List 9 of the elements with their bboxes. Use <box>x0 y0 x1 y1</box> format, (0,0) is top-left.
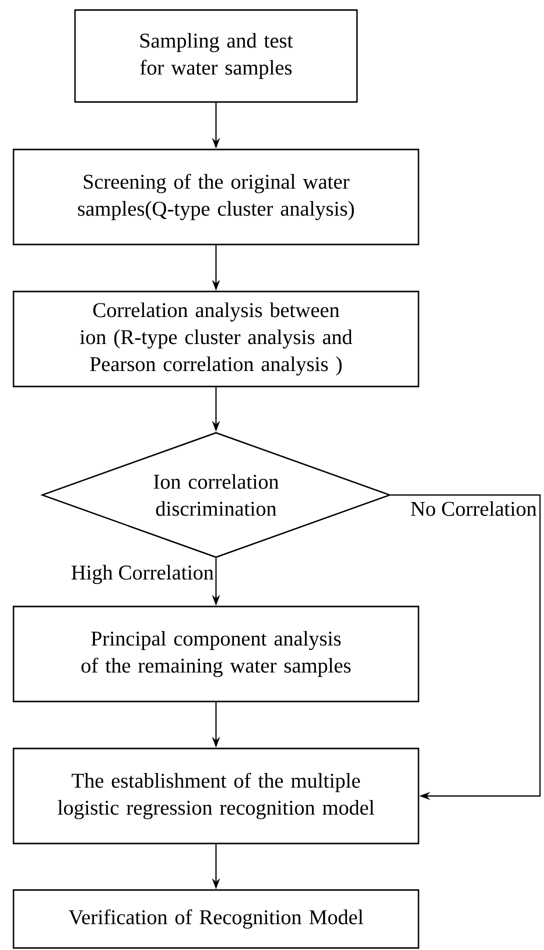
process-box: The establishment of the multiple logistic regression recognition model <box>12 748 420 844</box>
process-box: Screening of the original water samples(Q-type cluster analysis) <box>12 148 420 246</box>
arrow <box>390 494 541 800</box>
process-box: Verification of Recognition Model <box>12 889 420 949</box>
edge-label: High Correlation <box>70 564 215 585</box>
edge-label: No Correlation <box>409 500 538 517</box>
process-box: Sampling and test for water samples <box>74 9 358 103</box>
process-box: Principal component analysis of the remaining water samples <box>12 606 420 702</box>
process-box: Correlation analysis between ion (R-type cluster analysis and Pearson correlation analysis ) <box>12 290 420 388</box>
